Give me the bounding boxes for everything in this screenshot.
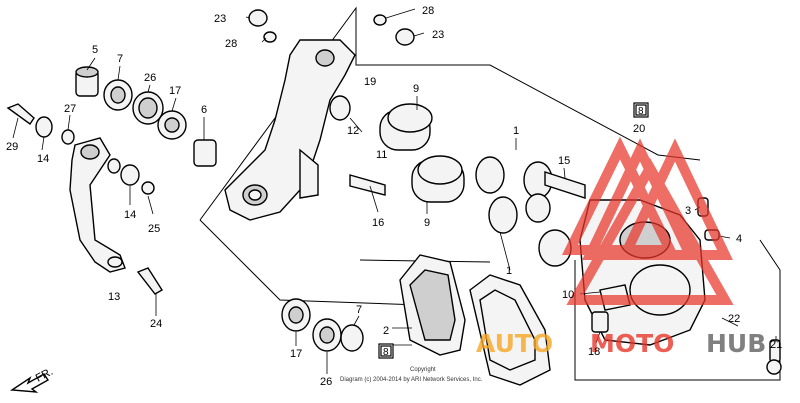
callout-26-top: 26	[144, 72, 156, 84]
left-hardware	[6, 66, 217, 295]
caliper-outline	[574, 239, 781, 381]
callout-29: 29	[6, 141, 18, 153]
watermark-logo	[561, 136, 734, 305]
callout-14-mid: 14	[124, 209, 136, 221]
callout-9-top: 9	[413, 83, 419, 95]
callout-labels: 23 28 28 23 5 7 26 17 6 27 29 14 19 9 12…	[6, 5, 782, 388]
callout-17-top: 17	[169, 85, 181, 97]
callout-28-right: 28	[422, 5, 434, 17]
slide-pins	[349, 171, 586, 199]
callout-9-bottom: 9	[424, 217, 430, 229]
callout-13: 13	[108, 291, 120, 303]
callout-22: 22	[728, 313, 740, 325]
callout-18: 18	[588, 346, 600, 358]
callout-23-right: 23	[432, 29, 444, 41]
callout-28-top: 28	[225, 38, 237, 50]
copyright-notice: Diagram (c) 2004-2014 by ARI Network Ser…	[340, 377, 483, 383]
callout-4: 4	[736, 233, 742, 245]
front-arrow-label: FR.	[34, 366, 55, 385]
callout-17-bottom: 17	[290, 348, 302, 360]
front-direction-arrow: FR.	[9, 366, 55, 393]
callout-1-top: 1	[513, 125, 519, 137]
copyright-title: Copyright	[410, 367, 436, 373]
boxed-label-8-top: 8	[633, 102, 649, 118]
watermark-text-auto: AUTO	[476, 329, 553, 358]
callout-12: 12	[347, 125, 359, 137]
callout-3: 3	[685, 205, 691, 217]
callout-6: 6	[201, 104, 207, 116]
brake-pads	[399, 254, 551, 386]
callout-15: 15	[558, 155, 570, 167]
callout-20: 20	[633, 123, 645, 135]
callout-21: 21	[770, 339, 782, 351]
callout-25: 25	[148, 223, 160, 235]
callout-10: 10	[562, 289, 574, 301]
callout-23-top: 23	[214, 13, 226, 25]
boxed-label-8-bottom: 8	[378, 343, 394, 359]
top-fasteners	[248, 9, 415, 46]
callout-14-left: 14	[37, 153, 49, 165]
callout-5: 5	[92, 44, 98, 56]
leader-lines	[12, 8, 777, 374]
bottom-hardware	[281, 298, 782, 375]
callout-1-bottom: 1	[506, 265, 512, 277]
callout-26-bottom: 26	[320, 376, 332, 388]
watermark-text-hub: HUB	[706, 329, 766, 358]
callout-24: 24	[150, 318, 162, 330]
callout-2: 2	[383, 325, 389, 337]
svg-text:8: 8	[383, 347, 389, 358]
pistons-and-seals	[329, 95, 572, 267]
svg-text:8: 8	[638, 106, 644, 117]
watermark-text-moto: MOTO	[590, 329, 674, 358]
callout-27: 27	[64, 103, 76, 115]
callout-11: 11	[376, 149, 387, 161]
callout-19: 19	[364, 76, 376, 88]
callout-16: 16	[372, 217, 384, 229]
caliper-bracket	[224, 39, 356, 221]
lever-arm	[69, 137, 126, 273]
callout-7-top: 7	[117, 53, 123, 65]
callout-7-bottom: 7	[356, 304, 362, 316]
